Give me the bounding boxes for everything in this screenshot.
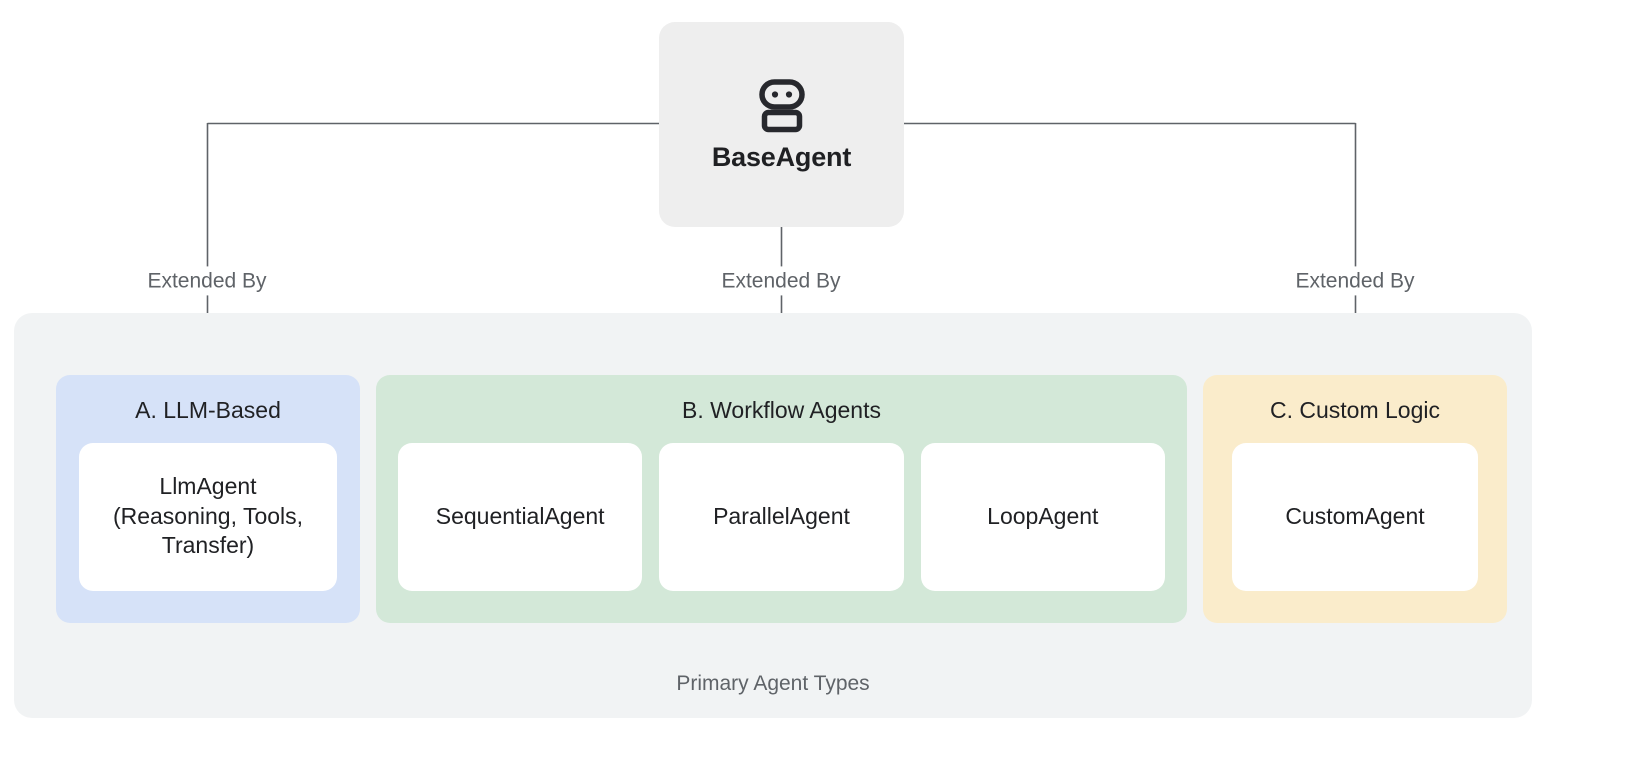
primary-agent-types-caption: Primary Agent Types xyxy=(676,671,870,695)
category-custom-logic-title: C. Custom Logic xyxy=(1269,397,1440,423)
category-llm-based-title: A. LLM-Based xyxy=(135,397,281,423)
category-workflow-agents[interactable]: B. Workflow Agents SequentialAgent Paral… xyxy=(376,375,1187,623)
category-custom-logic-cards: CustomAgent xyxy=(1203,442,1507,613)
robot-icon xyxy=(758,79,805,133)
category-workflow-agents-cards: SequentialAgent ParallelAgent LoopAgent xyxy=(376,442,1187,613)
category-llm-based-cards: LlmAgent(Reasoning, Tools,Transfer) xyxy=(56,442,360,613)
agent-card-parallel-agent[interactable]: ParallelAgent xyxy=(659,442,904,591)
category-llm-based[interactable]: A. LLM-Based LlmAgent(Reasoning, Tools,T… xyxy=(56,375,360,623)
agent-card-loop-agent[interactable]: LoopAgent xyxy=(920,442,1165,591)
agent-card-custom-agent[interactable]: CustomAgent xyxy=(1232,442,1478,591)
edge-label-llm-based: Extended By xyxy=(137,266,277,296)
agent-card-sequential-agent[interactable]: SequentialAgent xyxy=(398,442,643,591)
node-base-agent-label: BaseAgent xyxy=(711,142,852,172)
agent-card-llm-agent[interactable]: LlmAgent(Reasoning, Tools,Transfer) xyxy=(79,442,337,591)
category-custom-logic[interactable]: C. Custom Logic CustomAgent xyxy=(1203,375,1507,623)
category-workflow-agents-title: B. Workflow Agents xyxy=(682,397,881,423)
edge-label-workflow-agents: Extended By xyxy=(711,266,851,296)
node-base-agent[interactable]: BaseAgent xyxy=(659,22,904,227)
edge-label-custom-logic: Extended By xyxy=(1285,266,1425,296)
